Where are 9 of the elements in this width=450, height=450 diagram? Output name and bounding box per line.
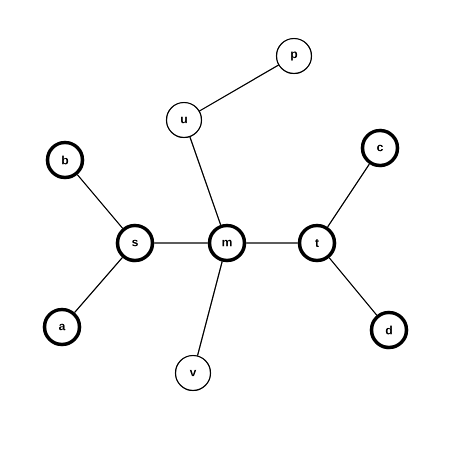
edge-line (246, 242, 298, 244)
edge-line (76, 174, 124, 229)
edge-line (154, 242, 208, 244)
edge-line (327, 164, 370, 228)
edge-line (74, 257, 123, 313)
edge-line (199, 64, 279, 112)
edge-line (328, 257, 378, 316)
edge-line (189, 136, 222, 225)
edge-line (196, 262, 223, 356)
